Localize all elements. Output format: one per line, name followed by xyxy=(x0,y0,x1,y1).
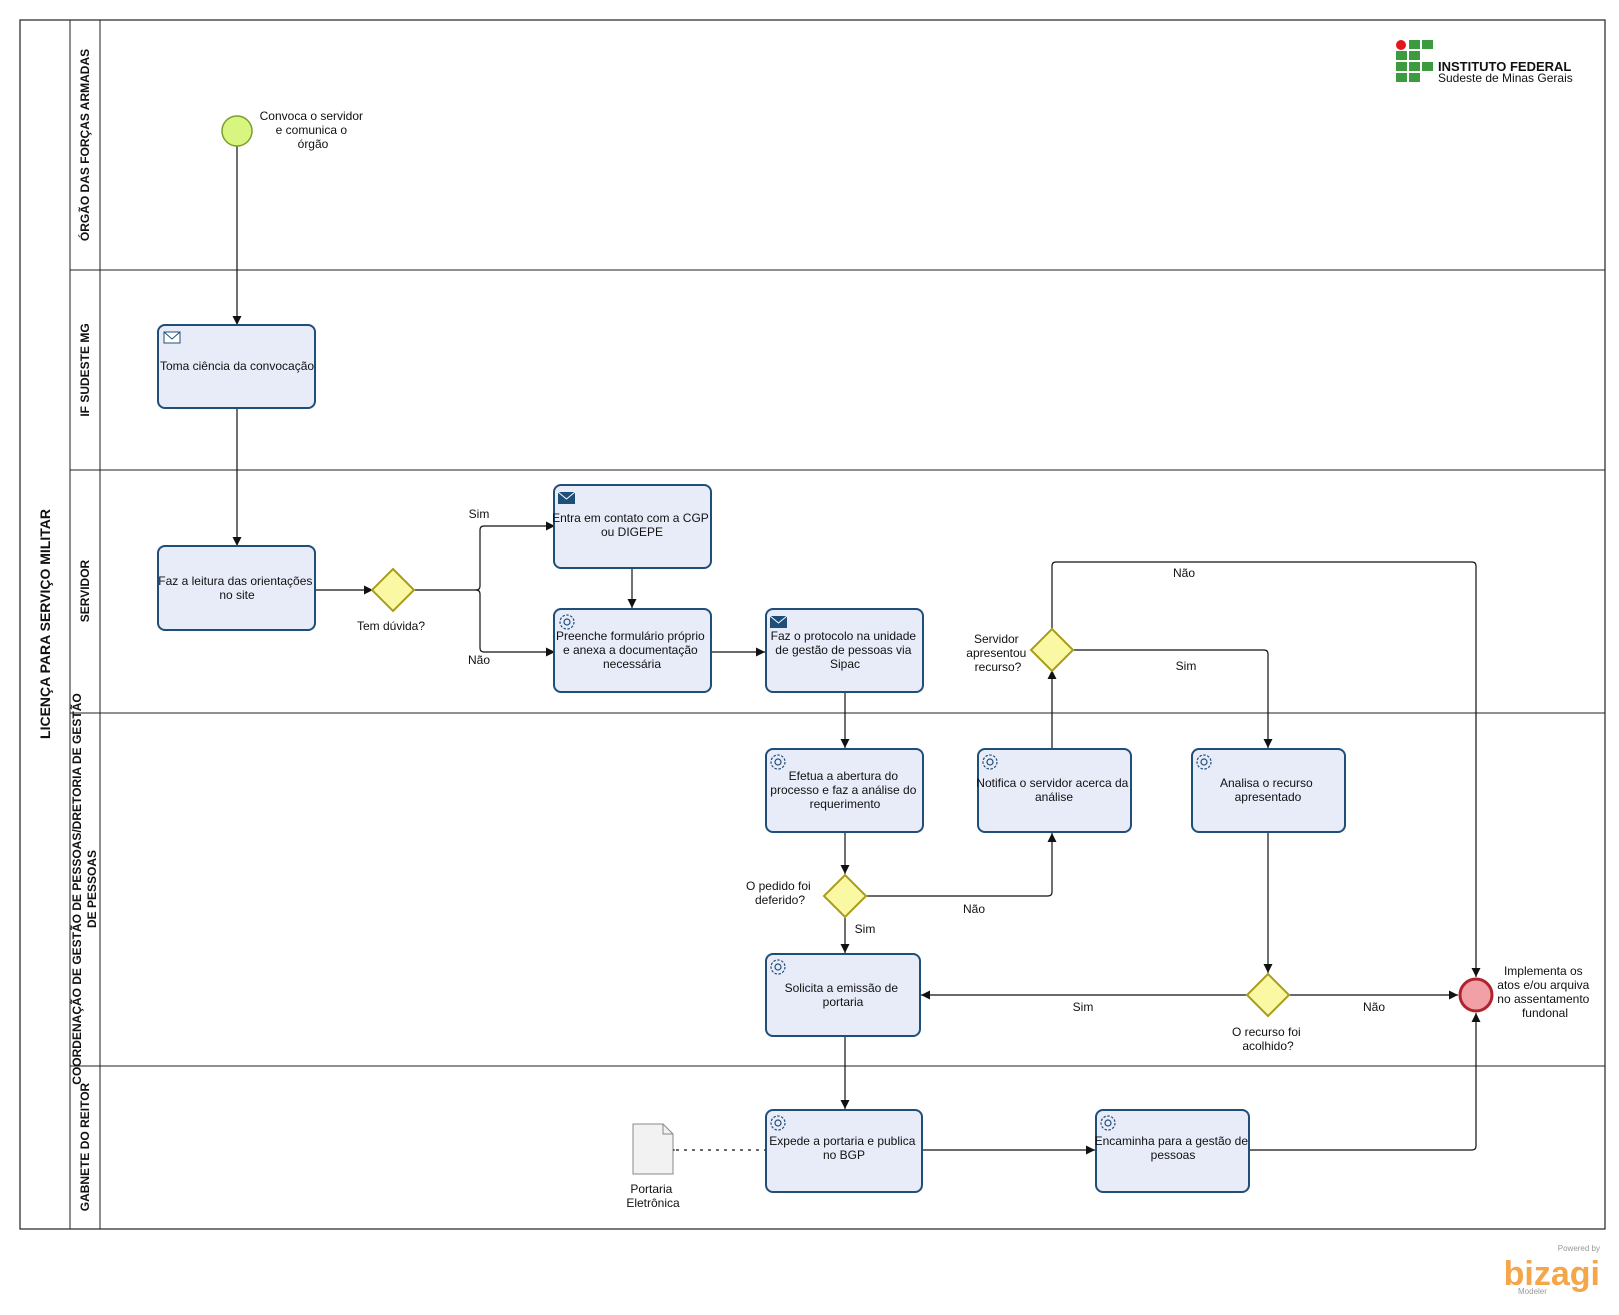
envelope-filled-icon xyxy=(769,615,788,628)
task-preenche[interactable]: Preenche formulário próprio e anexa a do… xyxy=(553,608,712,693)
task-faz-protocolo[interactable]: Faz o protocolo na unidade de gestão de … xyxy=(765,608,924,693)
lane-gabinete-label: GABNETE DO REITOR xyxy=(78,1082,92,1211)
gateway-recurso-acolhido[interactable] xyxy=(1245,972,1291,1018)
logo-subtitle: Sudeste de Minas Gerais xyxy=(1438,71,1573,85)
lane-cgp-label-2: DE PESSOAS xyxy=(85,850,99,928)
task-toma-ciencia[interactable]: Toma ciência da convocação xyxy=(157,324,316,409)
task-notifica[interactable]: Notifica o servidor acerca da análise xyxy=(976,748,1132,833)
task-expede-label: Expede a portaria e publica no BGP xyxy=(769,1134,918,1162)
task-preenche-label: Preenche formulário próprio e anexa a do… xyxy=(556,629,708,671)
label-nao-recurso: Não xyxy=(1173,566,1195,580)
lane-orgao-label: ÓRGÃO DAS FORÇAS ARMADAS xyxy=(77,49,92,241)
task-analisa-recurso[interactable]: Analisa o recurso apresentado xyxy=(1191,748,1346,833)
flow-gateway-to-preenche xyxy=(475,589,555,657)
label-sim-acolhido: Sim xyxy=(1073,1000,1094,1014)
label-sim-duvida: Sim xyxy=(469,507,490,521)
gateway-tem-duvida-label: Tem dúvida? xyxy=(357,619,425,633)
gear-icon xyxy=(770,1115,786,1131)
lane-servidor-label: SERVIDOR xyxy=(78,559,92,622)
flow-recurso-gw-sim xyxy=(1073,649,1273,748)
gear-icon xyxy=(982,754,998,770)
flow-recurso-gw-nao xyxy=(1051,561,1481,977)
institute-logo: INSTITUTO FEDERAL Sudeste de Minas Gerai… xyxy=(1396,40,1573,85)
task-faz-protocolo-label: Faz o protocolo na unidade de gestão de … xyxy=(771,629,920,671)
start-event[interactable] xyxy=(221,115,253,147)
gateway-tem-duvida[interactable] xyxy=(370,567,416,613)
label-nao-acolhido: Não xyxy=(1363,1000,1385,1014)
document-label: Portaria Eletrônica xyxy=(626,1182,680,1210)
flow-labels: Sim Não Não Sim Não Sim Sim Não xyxy=(468,507,1385,1014)
start-event-label: Convoca o servidor e comunica o órgão xyxy=(260,109,367,151)
task-encaminha-label: Encaminha para a gestão de pessoas xyxy=(1095,1134,1252,1162)
label-nao-duvida: Não xyxy=(468,653,490,667)
gear-icon xyxy=(1100,1115,1116,1131)
document-icon[interactable] xyxy=(632,1123,674,1175)
end-event[interactable] xyxy=(1458,977,1494,1013)
label-sim-deferido: Sim xyxy=(855,922,876,936)
envelope-filled-icon xyxy=(557,491,576,504)
task-encaminha[interactable]: Encaminha para a gestão de pessoas xyxy=(1095,1109,1252,1193)
lane-cgp-label-1: COORDENAÇÃO DE GESTÃO DE PESSOAS/DRETORI… xyxy=(69,693,84,1084)
gateway-pedido-deferido-label: O pedido foi deferido? xyxy=(746,879,814,907)
task-solicita[interactable]: Solicita a emissão de portaria xyxy=(765,953,921,1037)
label-sim-recurso: Sim xyxy=(1176,659,1197,673)
gateway-recurso-acolhido-label: O recurso foi acolhido? xyxy=(1232,1025,1304,1053)
end-event-label: Implementa os atos e/ou arquiva no assen… xyxy=(1497,964,1592,1020)
gateway-servidor-recurso[interactable] xyxy=(1029,627,1075,673)
pool-title: LICENÇA PARA SERVIÇO MILITAR xyxy=(37,509,53,739)
gear-icon xyxy=(770,754,786,770)
label-nao-deferido: Não xyxy=(963,902,985,916)
sequence-flows xyxy=(232,146,1481,1151)
task-solicita-label: Solicita a emissão de portaria xyxy=(785,981,902,1009)
gear-icon xyxy=(1196,754,1212,770)
task-faz-leitura-label: Faz a leitura das orientações no site xyxy=(158,574,315,602)
envelope-icon xyxy=(163,331,181,344)
task-faz-leitura[interactable]: Faz a leitura das orientações no site xyxy=(157,545,316,631)
gear-icon xyxy=(770,959,786,975)
flow-encaminha-to-end xyxy=(1249,1013,1481,1151)
gear-icon xyxy=(559,614,575,630)
task-toma-ciencia-label: Toma ciência da convocação xyxy=(160,359,314,373)
task-efetua-abertura[interactable]: Efetua a abertura do processo e faz a an… xyxy=(765,748,924,833)
svg-text:Powered by: Powered by xyxy=(1558,1244,1600,1253)
task-efetua-abertura-label: Efetua a abertura do processo e faz a an… xyxy=(770,769,919,811)
svg-text:Modeler: Modeler xyxy=(1518,1287,1547,1296)
flow-deferido-nao xyxy=(866,833,1057,897)
gateway-pedido-deferido[interactable] xyxy=(822,873,868,919)
gateway-servidor-recurso-label: Servidor apresentou recurso? xyxy=(966,632,1029,674)
task-notifica-label: Notifica o servidor acerca da análise xyxy=(976,776,1131,804)
svg-text:bizagi: bizagi xyxy=(1504,1255,1600,1293)
logo-title: INSTITUTO FEDERAL xyxy=(1438,59,1571,74)
task-expede[interactable]: Expede a portaria e publica no BGP xyxy=(765,1109,923,1193)
task-analisa-recurso-label: Analisa o recurso apresentado xyxy=(1220,776,1316,804)
task-entra-contato-label: Entra em contato com a CGP ou DIGEPE xyxy=(552,511,712,539)
bizagi-logo: Powered by bizagi Modeler xyxy=(1504,1244,1600,1296)
lane-if-label: IF SUDESTE MG xyxy=(78,323,92,416)
task-entra-contato[interactable]: Entra em contato com a CGP ou DIGEPE xyxy=(552,484,712,569)
